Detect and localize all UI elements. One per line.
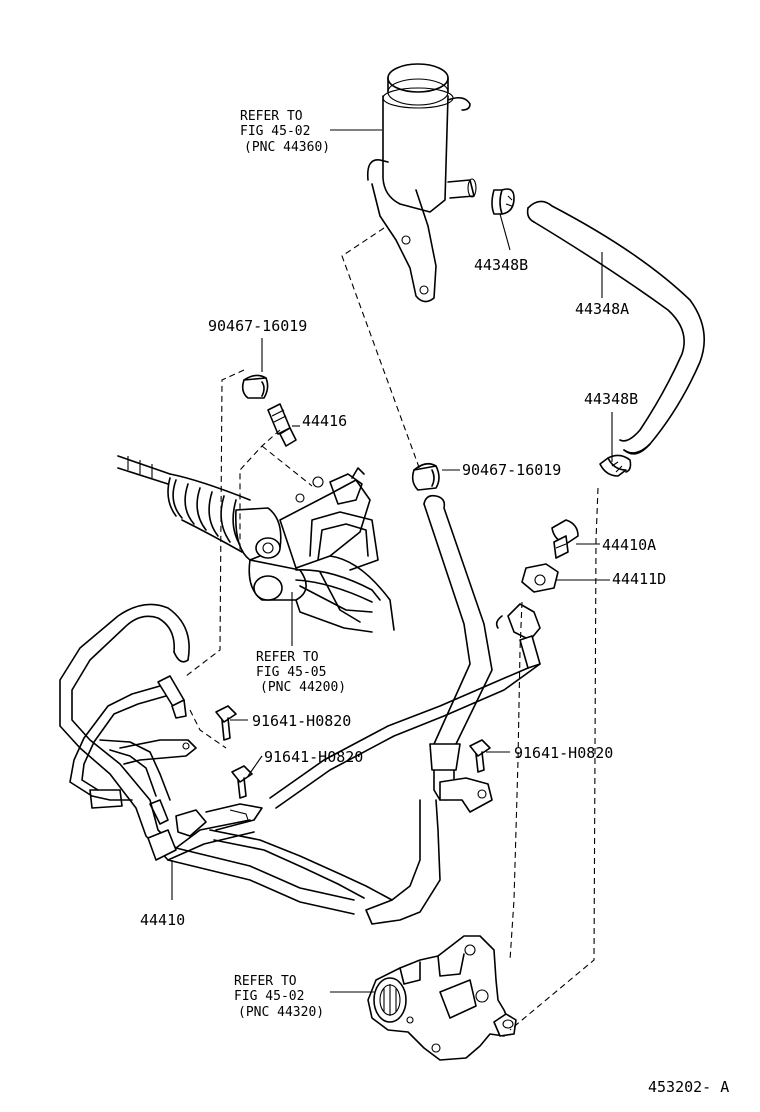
ref-pump-line3: (PNC 44320) (238, 1005, 324, 1020)
bolt-91641-left (215, 705, 237, 741)
gasket-90467-mid (411, 462, 440, 491)
ref-reservoir-line1: REFER TO (240, 109, 303, 124)
leader-lines (171, 129, 613, 993)
ref-gear-line1: REFER TO (256, 650, 319, 665)
power-steering-pump (367, 935, 517, 1061)
hose-clamp-44348b-top (491, 188, 515, 215)
label-91641-left: 91641-H0820 (252, 712, 351, 730)
ref-pump-line2: FIG 45-02 (234, 989, 304, 1004)
clip-44411d (521, 563, 559, 593)
ref-reservoir-line2: FIG 45-02 (240, 124, 310, 139)
return-tube-left (69, 675, 393, 901)
reservoir-tank (366, 63, 477, 303)
label-91641-right: 91641-H0820 (514, 744, 613, 762)
hose-clamp-44348b-mid (599, 454, 632, 477)
ref-gear-line3: (PNC 44200) (260, 680, 346, 695)
label-44411d: 44411D (612, 570, 666, 588)
label-44416: 44416 (302, 412, 347, 430)
steering-gear-assembly (117, 455, 395, 633)
union-bolt-44410a (551, 519, 579, 559)
pressure-tube-right (269, 603, 541, 809)
label-44348b-top: 44348B (474, 256, 528, 274)
pressure-hose-center (365, 494, 493, 925)
label-44410a: 44410A (602, 536, 656, 554)
dashed-guide-lines (185, 227, 599, 1031)
pressure-hose-44410 (59, 603, 355, 915)
label-44348b-mid: 44348B (584, 390, 638, 408)
union-bolt-44416 (267, 403, 297, 447)
bolt-91641-right (469, 739, 491, 773)
label-91641-mid: 91641-H0820 (264, 748, 363, 766)
ref-gear-line2: FIG 45-05 (256, 665, 326, 680)
label-44348a: 44348A (575, 300, 629, 318)
bolt-91641-mid (231, 765, 253, 799)
ref-pump-line1: REFER TO (234, 974, 297, 989)
label-90467-mid: 90467-16019 (462, 461, 561, 479)
label-44410: 44410 (140, 911, 185, 929)
diagram-code: 453202- A (648, 1078, 729, 1096)
ref-reservoir-line3: (PNC 44360) (244, 140, 330, 155)
return-hose-44348a (526, 200, 706, 455)
gasket-90467-left (241, 374, 269, 399)
label-90467-left: 90467-16019 (208, 317, 307, 335)
